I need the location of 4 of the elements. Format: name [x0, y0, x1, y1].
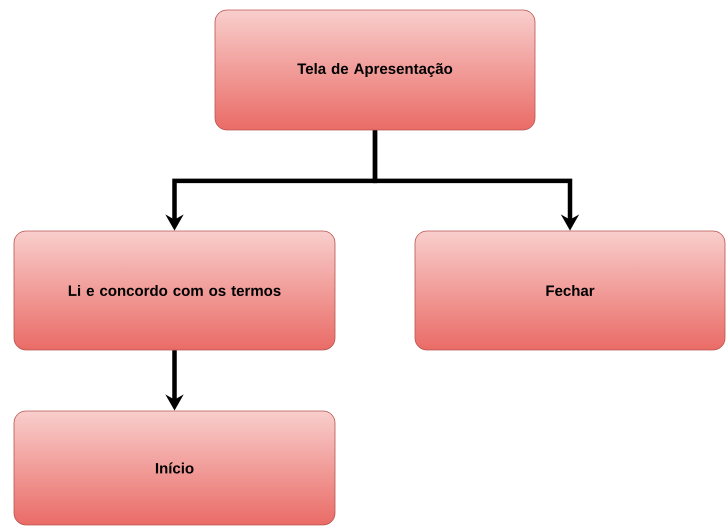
process-box: Li e concordo com os termos: [14, 230, 336, 350]
process-box: Início: [14, 410, 336, 526]
process-box: Fechar: [414, 230, 726, 350]
process-box: Tela de Apresentação: [214, 10, 536, 130]
